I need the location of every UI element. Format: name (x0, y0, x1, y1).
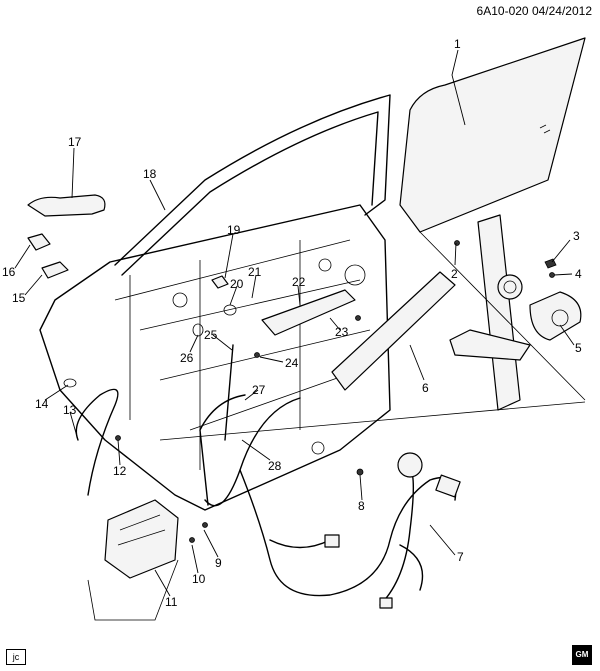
inside-handle-bracket (261, 289, 356, 336)
door-inner-panel (39, 204, 391, 511)
callout-17: 17 (68, 135, 82, 149)
wiring-harness (239, 465, 457, 606)
callout-6: 6 (422, 381, 429, 395)
diagram-code: 6A10-020 (476, 4, 529, 18)
gm-logo: GM (572, 645, 592, 665)
callout-14: 14 (35, 397, 49, 411)
callout-22: 22 (292, 275, 306, 289)
callout-4: 4 (575, 267, 582, 281)
callout-26: 26 (180, 351, 194, 365)
handle-bezel (41, 261, 69, 279)
handle-cap (27, 233, 51, 251)
callout-13: 13 (63, 403, 77, 417)
diagram-date: 04/24/2012 (531, 4, 592, 18)
callout-12: 12 (113, 464, 127, 478)
callout-16: 16 (2, 265, 16, 279)
diagram-header: 6A10-020 04/24/2012 (477, 4, 592, 18)
outside-handle (27, 194, 106, 217)
corner-tag: jc (6, 649, 26, 665)
callout-21: 21 (248, 265, 262, 279)
callout-27: 27 (252, 383, 266, 397)
lock-rod (224, 344, 234, 441)
callout-15: 15 (12, 291, 26, 305)
door-frame (114, 94, 391, 276)
callout-24: 24 (285, 356, 299, 370)
callout-2: 2 (451, 267, 458, 281)
callout-7: 7 (457, 550, 464, 564)
callout-9: 9 (215, 556, 222, 570)
callout-10: 10 (192, 572, 206, 586)
callout-18: 18 (143, 167, 157, 181)
callout-5: 5 (575, 341, 582, 355)
callout-23: 23 (335, 325, 349, 339)
callout-11: 11 (165, 595, 178, 609)
callout-1: 1 (454, 37, 461, 51)
door-latch (104, 499, 179, 579)
window-glass (399, 37, 586, 233)
callout-8: 8 (358, 499, 365, 513)
callout-3: 3 (573, 229, 580, 243)
callout-19: 19 (227, 223, 241, 237)
lock-cable (75, 388, 119, 496)
callout-28: 28 (268, 459, 282, 473)
callout-20: 20 (230, 277, 244, 291)
callout-25: 25 (204, 328, 218, 342)
water-deflector (331, 271, 456, 391)
regulator-motor (529, 291, 582, 341)
